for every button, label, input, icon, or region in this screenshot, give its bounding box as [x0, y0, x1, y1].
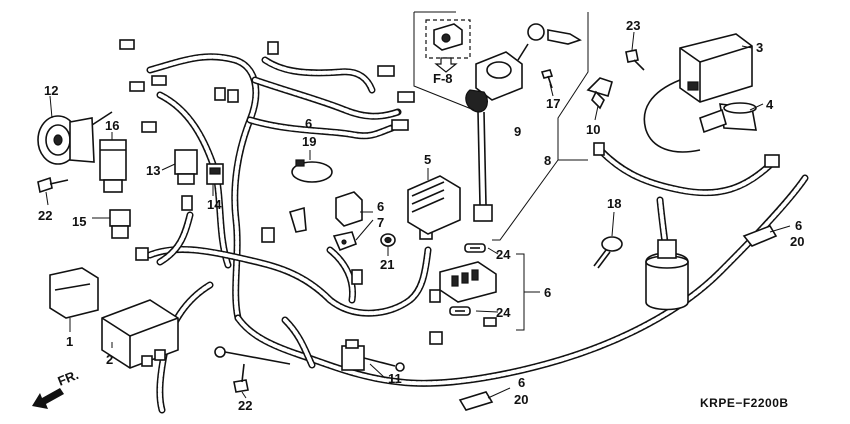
main-wire-harness — [146, 53, 809, 414]
callout-24-top: 24 — [496, 247, 511, 262]
clamp-19 — [291, 159, 333, 183]
callout-3: 3 — [756, 40, 763, 55]
screw-17 — [540, 69, 554, 89]
callout-22-left: 22 — [38, 208, 52, 223]
clip-20-bottom — [458, 391, 494, 411]
grommet-21 — [380, 233, 396, 247]
callout-9: 9 — [514, 124, 521, 139]
cover-1 — [49, 267, 99, 319]
callout-6-upper: 6 — [305, 116, 312, 131]
callout-6-bracket: 6 — [377, 199, 384, 214]
bolt-23 — [625, 49, 645, 71]
callout-18: 18 — [607, 196, 621, 211]
callout-frame-8 — [413, 11, 589, 241]
key-10 — [586, 77, 613, 110]
ref-f8: F-8 — [433, 71, 453, 86]
starter-relay-11 — [341, 339, 405, 372]
callout-12: 12 — [44, 83, 58, 98]
ignition-coil-3 — [643, 33, 753, 153]
callout-10: 10 — [586, 122, 600, 137]
f8-inset — [425, 19, 471, 73]
front-arrow — [32, 388, 64, 409]
ground-terminal — [214, 346, 291, 365]
clip-20-right — [742, 225, 778, 247]
key-on-ring — [527, 23, 582, 45]
regulator-rectifier-5 — [407, 175, 461, 235]
callout-14: 14 — [207, 197, 222, 212]
callout-labels: 12 16 13 14 22 15 1 2 6 19 5 6 7 21 F-8 … — [38, 18, 804, 413]
front-label: FR. — [56, 367, 81, 389]
callout-8: 8 — [544, 153, 551, 168]
bolt-22-bottom — [233, 363, 249, 393]
callout-17: 17 — [546, 96, 560, 111]
callout-19: 19 — [302, 134, 316, 149]
spark-plug-cap-4 — [699, 102, 757, 134]
bracket-7 — [335, 191, 363, 227]
leader-lines — [45, 31, 791, 399]
bracket-6-small — [289, 206, 358, 252]
callout-6-fusebox: 6 — [544, 285, 551, 300]
callout-20-right: 20 — [790, 234, 804, 249]
callout-24-bottom: 24 — [496, 305, 511, 320]
callout-6-right: 6 — [795, 218, 802, 233]
callout-4: 4 — [766, 97, 774, 112]
diode-14 — [206, 163, 224, 185]
fuse-24-bottom — [449, 306, 471, 316]
callout-1: 1 — [66, 334, 73, 349]
callout-21: 21 — [380, 257, 394, 272]
callout-20-bottom: 20 — [514, 392, 528, 407]
fuse-box-6 — [439, 261, 497, 303]
cdi-unit-2 — [101, 299, 179, 369]
relay-15 — [109, 209, 131, 239]
callout-11: 11 — [388, 371, 402, 386]
callout-13: 13 — [146, 163, 160, 178]
callout-7: 7 — [377, 215, 384, 230]
relay-13 — [174, 149, 198, 185]
band-18 — [593, 236, 623, 269]
callout-22-bottom: 22 — [238, 398, 252, 413]
callout-6-bottom: 6 — [518, 375, 525, 390]
reserve-bottle — [645, 239, 689, 311]
ignition-switch-9 — [465, 43, 529, 222]
bolt-22-left — [37, 176, 69, 194]
callout-2: 2 — [106, 352, 113, 367]
callout-15: 15 — [72, 214, 86, 229]
callout-5: 5 — [424, 152, 431, 167]
fuse-24-top — [464, 243, 486, 253]
harness-connectors — [119, 39, 780, 345]
callout-23: 23 — [626, 18, 640, 33]
horn — [37, 111, 113, 165]
diagram-code: KRPE−F2200B — [700, 396, 789, 410]
relay-16 — [99, 139, 127, 193]
callout-16: 16 — [105, 118, 119, 133]
